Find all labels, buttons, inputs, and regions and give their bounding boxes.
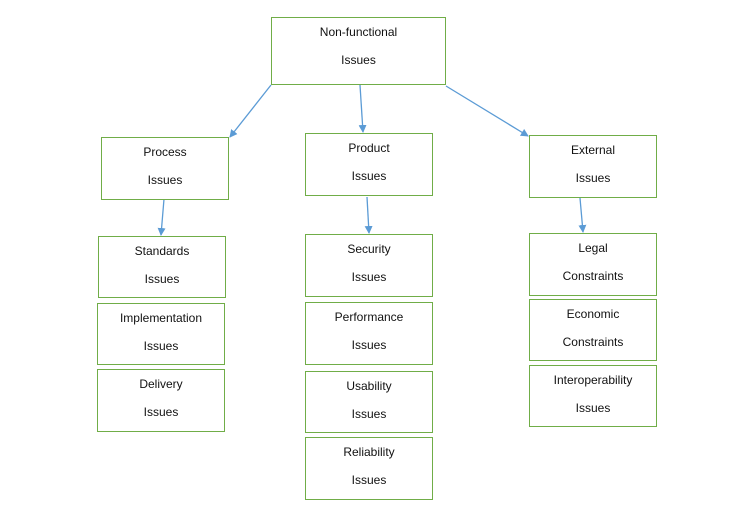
node-label-line2: Constraints: [562, 269, 624, 283]
node-delivery-issues: Delivery Issues: [97, 369, 225, 432]
node-label-line2: Constraints: [562, 335, 624, 349]
node-label-line1: Usability: [346, 379, 392, 393]
node-label-line1: Reliability: [343, 445, 395, 459]
node-label-line2: Issues: [143, 339, 179, 353]
node-interoperability-issues: Interoperability Issues: [529, 365, 657, 427]
arrow-product-to-security: [364, 196, 373, 234]
arrow-process-to-standards: [157, 198, 166, 236]
node-label-line2: Issues: [351, 169, 387, 183]
node-label-line1: Performance: [334, 310, 404, 324]
node-label-line1: Implementation: [119, 311, 203, 325]
arrow-root-to-product: [358, 84, 367, 133]
node-label-line2: Issues: [575, 401, 611, 415]
node-label-line2: Issues: [351, 338, 387, 352]
node-standards-issues: Standards Issues: [98, 236, 226, 298]
node-usability-issues: Usability Issues: [305, 371, 433, 433]
node-label-line1: Economic: [566, 307, 620, 321]
arrow-root-to-process: [229, 84, 272, 138]
node-legal-constraints: Legal Constraints: [529, 233, 657, 296]
node-label-line1: Product: [348, 141, 390, 155]
node-label-line1: Standards: [134, 244, 190, 258]
node-label-line1: Legal: [578, 241, 608, 255]
node-label-line1: Delivery: [139, 377, 183, 391]
node-implementation-issues: Implementation Issues: [97, 303, 225, 365]
node-label-line2: Issues: [351, 407, 387, 421]
node-product-issues: Product Issues: [305, 133, 433, 196]
node-label-line1: Process: [143, 145, 187, 159]
arrow-root-to-external: [445, 85, 529, 137]
node-economic-constraints: Economic Constraints: [529, 299, 657, 361]
node-label-line2: Issues: [575, 171, 611, 185]
node-label-line2: Issues: [143, 405, 179, 419]
node-security-issues: Security Issues: [305, 234, 433, 297]
node-reliability-issues: Reliability Issues: [305, 437, 433, 500]
node-external-issues: External Issues: [529, 135, 657, 198]
node-label-line1: Security: [347, 242, 391, 256]
node-label-line1: External: [570, 143, 616, 157]
node-process-issues: Process Issues: [101, 137, 229, 200]
node-label-line2: Issues: [351, 270, 387, 284]
node-label-line2: Issues: [144, 272, 180, 286]
node-label-line1: Non-functional: [319, 25, 398, 39]
node-label-line2: Issues: [147, 173, 183, 187]
node-label-line2: Issues: [351, 473, 387, 487]
node-label-line1: Interoperability: [553, 373, 633, 387]
node-non-functional-issues: Non-functional Issues: [271, 17, 446, 85]
arrow-external-to-legal: [578, 197, 587, 233]
node-performance-issues: Performance Issues: [305, 302, 433, 365]
node-label-line2: Issues: [341, 53, 376, 67]
